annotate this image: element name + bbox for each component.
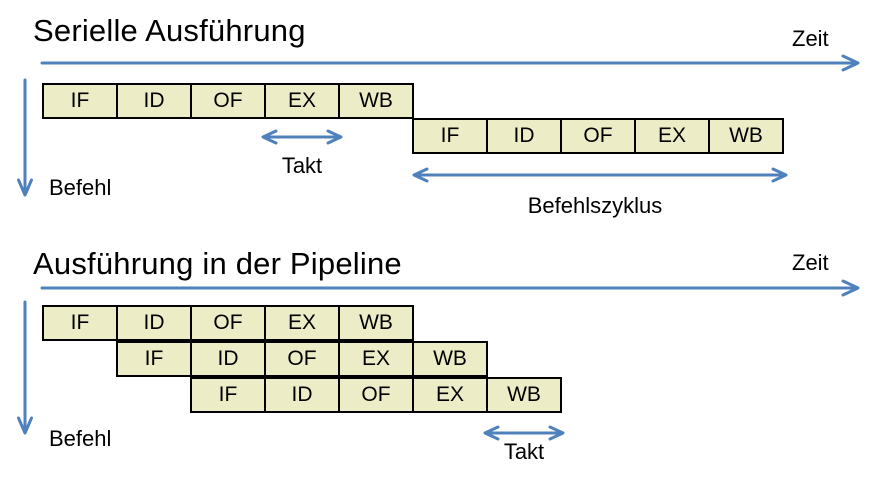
stage-cell: EX	[264, 305, 340, 341]
time-axis-arrow	[40, 54, 860, 72]
stage-cell: OF	[264, 341, 340, 377]
stage-cell: EX	[264, 83, 340, 119]
stage-cell: WB	[486, 377, 562, 413]
time-axis-arrow-2	[40, 279, 860, 297]
stage-cell: EX	[338, 341, 414, 377]
pipeline-row-3: IF ID OF EX WB	[190, 377, 562, 413]
stage-cell: EX	[412, 377, 488, 413]
stage-cell: IF	[42, 305, 118, 341]
stage-cell: OF	[190, 83, 266, 119]
pipeline-row-1: IF ID OF EX WB	[42, 305, 414, 341]
stage-cell: ID	[116, 305, 192, 341]
stage-cell: WB	[338, 305, 414, 341]
stage-cell: OF	[338, 377, 414, 413]
stage-cell: ID	[264, 377, 340, 413]
clock-period-label-2: Takt	[503, 439, 545, 464]
instruction-cycle-arrow	[412, 167, 788, 183]
pipeline-row-2: IF ID OF EX WB	[116, 341, 488, 377]
instruction-axis-label: Befehl	[49, 175, 112, 200]
instruction-cycle-label: Befehlszyklus	[527, 193, 663, 218]
clock-period-arrow-2	[483, 425, 565, 441]
stage-cell: IF	[116, 341, 192, 377]
stage-cell: IF	[190, 377, 266, 413]
serial-row-1: IF ID OF EX WB	[42, 83, 414, 119]
stage-cell: WB	[412, 341, 488, 377]
stage-cell: ID	[190, 341, 266, 377]
stage-cell: OF	[190, 305, 266, 341]
stage-cell: WB	[338, 83, 414, 119]
stage-cell: EX	[634, 118, 710, 154]
clock-period-arrow	[261, 129, 343, 145]
serial-row-2: IF ID OF EX WB	[412, 118, 784, 154]
clock-period-label: Takt	[281, 153, 323, 178]
time-axis-label-2: Zeit	[792, 250, 829, 275]
stage-cell: WB	[708, 118, 784, 154]
stage-cell: OF	[560, 118, 636, 154]
instruction-axis-arrow-2	[17, 300, 33, 435]
stage-cell: IF	[412, 118, 488, 154]
stage-cell: ID	[486, 118, 562, 154]
stage-cell: ID	[116, 83, 192, 119]
section-title-serial: Serielle Ausführung	[33, 13, 306, 48]
section-title-pipeline: Ausführung in der Pipeline	[33, 246, 402, 281]
instruction-axis-label-2: Befehl	[49, 426, 112, 451]
instruction-axis-arrow	[17, 78, 33, 197]
time-axis-label: Zeit	[792, 26, 829, 51]
stage-cell: IF	[42, 83, 118, 119]
